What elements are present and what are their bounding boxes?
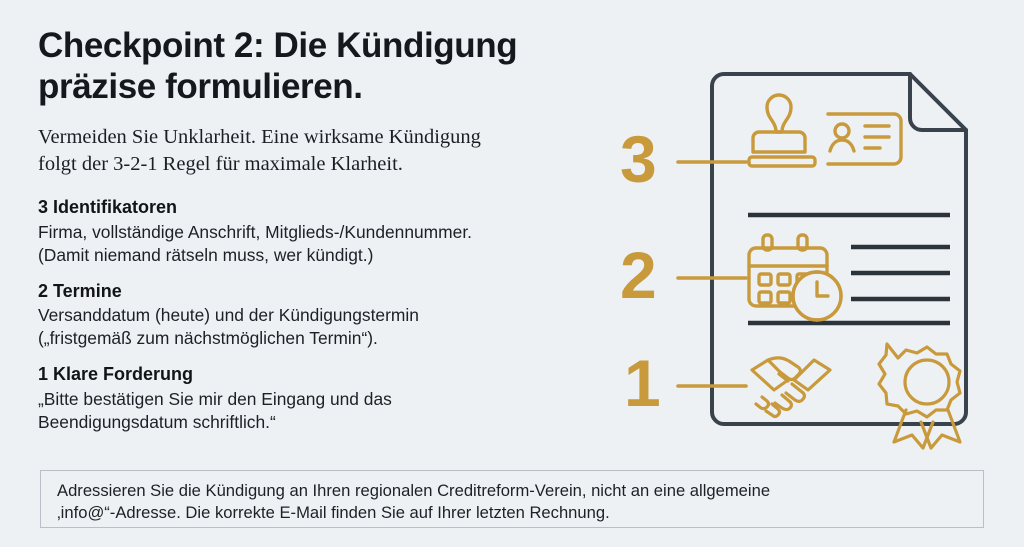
rule-heading: 1 Klare Forderung (38, 364, 194, 385)
rule-block-identifikatoren: 3 Identifikatoren Firma, vollständige An… (38, 196, 598, 266)
document-text-rules (748, 212, 950, 326)
stamp-icon (747, 93, 817, 168)
document-illustration: 3 2 (606, 52, 1010, 452)
footer-note-box: Adressieren Sie die Kündigung an Ihren r… (40, 470, 984, 528)
rule-body: Firma, vollständige Anschrift, Mitglieds… (38, 221, 472, 265)
rule-block-termine: 2 Termine Versanddatum (heute) und der K… (38, 280, 598, 350)
callout-number-1: 1 (624, 346, 661, 420)
document-sheet-icon (710, 72, 968, 426)
id-card-icon (826, 112, 903, 166)
page-title: Checkpoint 2: Die Kündigung präzise form… (38, 26, 518, 106)
rule-body: „Bitte bestätigen Sie mir den Eingang un… (38, 388, 392, 432)
clock-icon (791, 270, 843, 322)
award-rosette-icon (877, 342, 962, 450)
rule-body: Versanddatum (heute) und der Kündigungst… (38, 305, 419, 349)
left-content-column: Checkpoint 2: Die Kündigung präzise form… (38, 26, 598, 447)
callout-number-2: 2 (620, 238, 657, 312)
callout-number-3: 3 (620, 122, 657, 196)
rule-heading: 2 Termine (38, 280, 122, 301)
rule-block-forderung: 1 Klare Forderung „Bitte bestätigen Sie … (38, 363, 598, 433)
intro-paragraph: Vermeiden Sie Unklarheit. Eine wirksame … (38, 125, 481, 176)
rule-heading: 3 Identifikatoren (38, 197, 178, 218)
footer-note-text: Adressieren Sie die Kündigung an Ihren r… (57, 481, 771, 523)
handshake-icon (750, 356, 832, 419)
